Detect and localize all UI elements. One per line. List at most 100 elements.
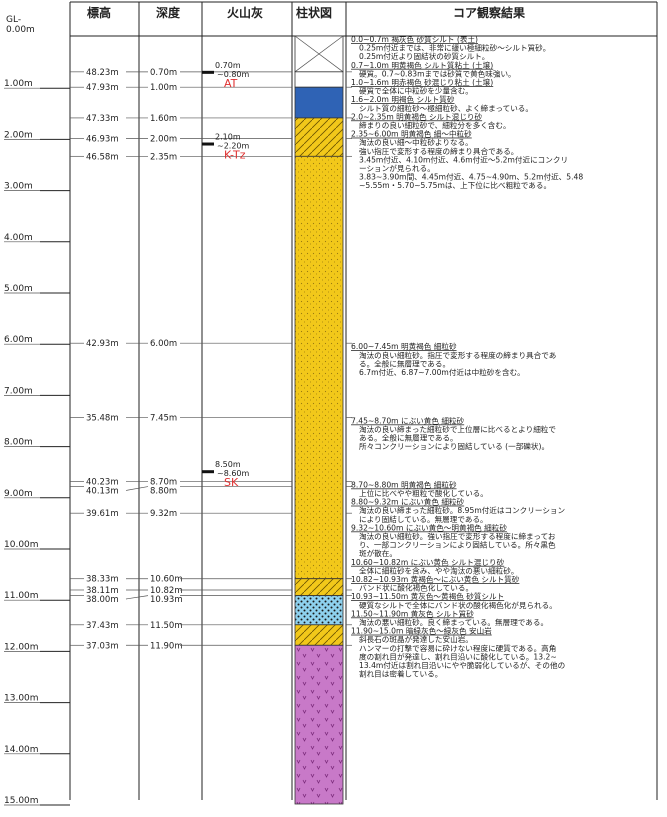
elevation-value: 40.23m [86, 477, 119, 487]
description-line: 淘汰の良い細～中粒砂よりなる。 [359, 137, 473, 147]
description-heading: 8.80~9.32m にぶい黄色 細粒砂 [351, 497, 465, 507]
description-line: 0.25m付近までは、非常に緩い極細粒砂～シルト質砂。 [359, 43, 550, 53]
description-line: 所々コンクリーションにより固結している (一部礫状)。 [359, 441, 549, 451]
ash-name: AT [224, 77, 238, 90]
column-layer [294, 595, 344, 626]
gl-tick-label: 8.00m [4, 438, 33, 448]
elevation-depth-connector [125, 595, 149, 600]
description-line: 全体に細粒砂を含み、やや淘汰の悪い細粒砂。 [359, 565, 518, 575]
description-line: 締まりの良い細粒砂で、細粒分を多く含む。 [359, 120, 511, 130]
elevation-value: 47.93m [86, 83, 119, 93]
description-line: 硬質なシルトで全体にバンド状の酸化褐色化が見られる。 [359, 600, 557, 610]
depth-value: 10.82m [150, 586, 183, 596]
gl-tick-label: 10.00m [4, 540, 39, 550]
gl-header-prefix: GL- [6, 15, 21, 25]
description-line: 0.25m付近より固結状の砂質シルト。 [359, 51, 489, 61]
table-header: GL- 0.00m 標高 深度 火山灰 柱状図 コア観察結果 [6, 5, 525, 35]
description-line: 硬質。0.7~0.83mまでは砂質で黄色味強い。 [359, 68, 516, 78]
description-line: 淘汰の悪い細粒砂。良く締まっている。無層理である。 [359, 617, 548, 627]
gl-tick-label: 2.00m [4, 130, 33, 140]
description-line: 淘汰の良い締まった細粒砂。8.95m付近はコンクリーション [359, 505, 565, 515]
lithology-column [294, 35, 344, 805]
description-heading: 9.32~10.60m にぶい黄色～明黄褐色 細粒砂 [351, 522, 507, 532]
description-line: ~5.55m・5.70~5.75mは、上下位に比べ粗粒である。 [359, 180, 551, 190]
gl-tick-label: 11.00m [4, 591, 39, 601]
elevation-value: 39.61m [86, 509, 119, 519]
ash-layers: 0.70m~0.80mAT2.10m~2.20mK-Tz8.50m~8.60mS… [202, 61, 250, 489]
elevation-value: 37.43m [86, 621, 119, 631]
depth-value: 2.00m [150, 134, 177, 144]
gl-tick-label: 1.00m [4, 79, 33, 89]
description-line: バンド状に酸化褐色化している。 [359, 583, 473, 593]
column-layer [294, 71, 344, 88]
description-line: 上位に比べやや粗粒で酸化している。 [359, 488, 488, 498]
elevation-value: 42.93m [86, 339, 119, 349]
elevation-value: 35.48m [86, 413, 119, 423]
elevation-value: 38.33m [86, 575, 119, 585]
ash-header: 火山灰 [227, 5, 263, 20]
elevation-value: 46.58m [86, 152, 119, 162]
depth-value: 10.93m [150, 595, 183, 605]
depth-value: 11.50m [150, 621, 183, 631]
description-line: ある。全般に無層理である。 [359, 433, 458, 443]
elevation-value: 38.11m [86, 586, 119, 596]
column-layer [294, 86, 344, 119]
gl-tick-label: 3.00m [4, 182, 33, 192]
description-line: 淘汰の良い細粒砂。強い指圧で変形する程度に締まってお [359, 531, 556, 541]
depth-value: 8.70m [150, 477, 177, 487]
elevation-depth-connector [125, 486, 149, 491]
description-line: 3.45m付近、4.10m付近、4.6m付近～5.2m付近にコンクリ [359, 154, 568, 164]
gl-tick-label: 13.00m [4, 694, 39, 704]
gl-tick-label: 5.00m [4, 284, 33, 294]
depth-value: 1.00m [150, 83, 177, 93]
column-layer [294, 578, 344, 597]
depth-value: 7.45m [150, 413, 177, 423]
core-descriptions: 0.0~0.7m 褐灰色 砂質シルト (表土)0.25m付近までは、非常に緩い極… [351, 34, 583, 679]
column-layer [294, 117, 344, 157]
description-heading: 8.70~8.80m 明黄褐色 細粒砂 [351, 479, 457, 489]
depth-value: 10.60m [150, 575, 183, 585]
ash-bottom-depth: ~2.20m [217, 142, 250, 151]
description-line: る。全般に無層理である。 [359, 358, 450, 368]
description-line: 斜長石の斑晶が発達した安山岩。 [359, 634, 473, 644]
description-line: 割れ目は密着している。 [359, 669, 442, 679]
description-heading: 6.00~7.45m 明黄褐色 細粒砂 [351, 341, 457, 351]
description-heading: 0.7~1.0m 明黄褐色 シルト質粘土 (土壌) [351, 60, 493, 70]
fill-cross [294, 35, 344, 73]
description-line: 13.4m付近は割れ目沿いにやや脆弱化しているが、その他の [359, 660, 565, 670]
description-line: 硬質で全体に中粒砂を少量含む。 [359, 86, 473, 96]
depth-value: 8.80m [150, 486, 177, 496]
description-heading: 10.93~11.50m 黄灰色～黄褐色 砂質シルト [351, 591, 504, 601]
description-line: シルト質の細粒砂～極細粒砂、よく締まっている。 [359, 103, 533, 113]
ash-top-depth: 8.50m [215, 460, 241, 469]
depth-header: 深度 [156, 5, 181, 20]
ash-name: K-Tz [224, 149, 246, 162]
description-line: 度の割れ目が発達し、割れ目沿いに酸化している。13.2~ [359, 651, 557, 661]
elevation-value: 38.00m [86, 595, 119, 605]
description-heading: 11.90~15.0m 暗緑灰色～緑灰色 安山岩 [351, 626, 492, 636]
depth-value: 2.35m [150, 152, 177, 162]
description-line: ハンマーの打撃で容易に砕けない程度に硬質である。高角 [359, 643, 556, 653]
gl-tick-label: 14.00m [4, 745, 39, 755]
description-heading: 1.0~1.6m 明赤褐色 砂混じり粘土 (土壌) [351, 77, 493, 87]
column-layer [294, 644, 344, 805]
depth-value: 11.90m [150, 641, 183, 651]
ash-marker [202, 470, 214, 474]
description-line: 淘汰の良い細粒砂。指圧で変形する程度の締まり具合であ [359, 350, 556, 360]
description-line: ーションが見られる。 [359, 163, 435, 173]
ash-marker [202, 70, 214, 74]
elevation-value: 48.23m [86, 68, 119, 78]
gl-tick-label: 12.00m [4, 642, 39, 652]
ash-top-depth: 0.70m [215, 61, 241, 70]
column-layer [294, 624, 344, 646]
description-heading: 1.6~2.0m 明褐色 シルト質砂 [351, 94, 455, 104]
ash-top-depth: 2.10m [215, 133, 241, 142]
description-heading: 7.45~8.70m にぶい黄色 細粒砂 [351, 415, 465, 425]
description-line: 6.7m付近、6.87~7.00m付近は中粒砂を含む。 [359, 367, 525, 377]
description-line: 強い指圧で変形する程度の締まり具合である。 [359, 146, 518, 156]
depth-value: 1.60m [150, 114, 177, 124]
gl-tick-label: 9.00m [4, 489, 33, 499]
elevation-value: 37.03m [86, 641, 119, 651]
gl-header-zero: 0.00m [6, 25, 35, 35]
